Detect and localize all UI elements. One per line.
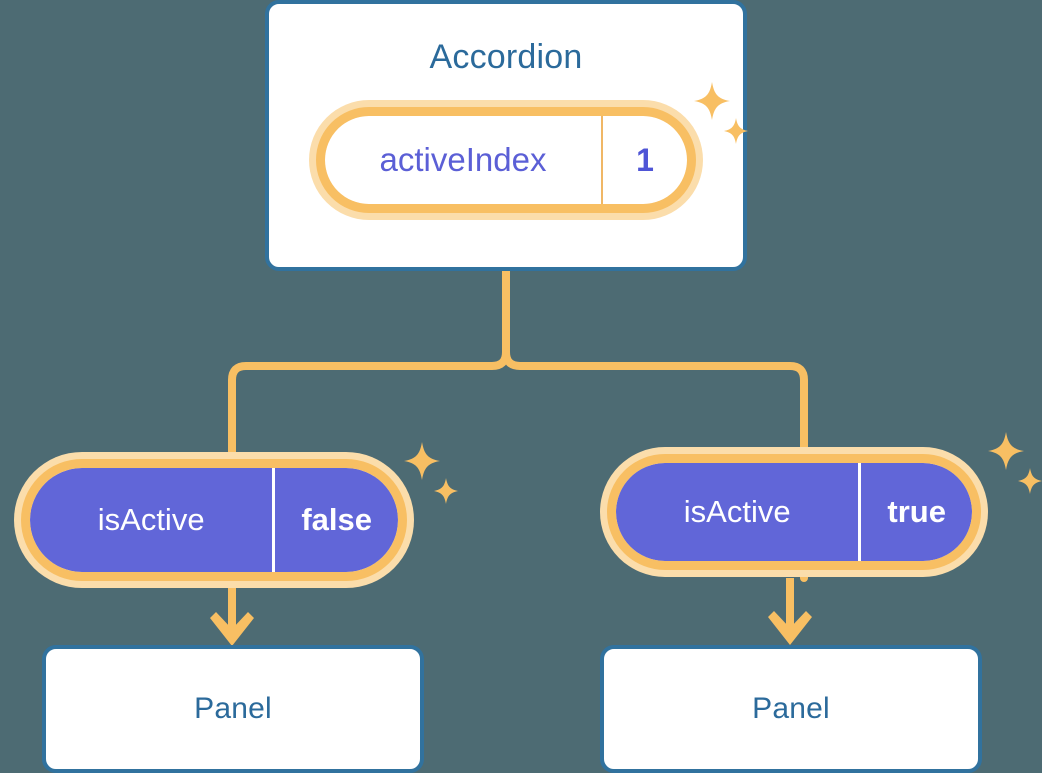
sparkle-decoration-right <box>982 432 1042 498</box>
state-key-label: activeIndex <box>379 141 547 178</box>
component-card-panel-right[interactable]: Panel <box>600 645 982 773</box>
state-pill-body: activeIndex 1 <box>325 116 687 204</box>
state-pill-body: isActive false <box>30 468 398 572</box>
state-key-label: isActive <box>683 494 791 529</box>
state-pill-ring: activeIndex 1 <box>316 107 696 213</box>
state-pill-body: isActive true <box>616 463 972 561</box>
state-pill-ring: isActive true <box>607 454 981 570</box>
panel-title: Panel <box>194 692 272 725</box>
sparkle-four-point-small-icon <box>1018 468 1042 494</box>
state-pill-active-index[interactable]: activeIndex 1 <box>309 100 703 220</box>
state-key-label: isActive <box>97 502 205 537</box>
sparkle-four-point-icon <box>988 432 1024 470</box>
state-value-label: false <box>272 468 398 572</box>
state-value-label: true <box>858 463 972 561</box>
state-pill-ring: isActive false <box>21 459 407 581</box>
component-card-panel-left[interactable]: Panel <box>42 645 424 773</box>
arrow-down-icon-left <box>210 588 254 646</box>
state-pill-is-active-true[interactable]: isActive true <box>600 447 988 577</box>
sparkle-four-point-icon <box>404 442 440 480</box>
arrow-down-icon-right <box>768 578 812 645</box>
state-value-label: 1 <box>601 116 687 204</box>
page-title: Accordion <box>429 38 583 76</box>
sparkle-four-point-small-icon <box>434 478 458 504</box>
state-pill-is-active-false[interactable]: isActive false <box>14 452 414 588</box>
panel-title: Panel <box>752 692 830 725</box>
